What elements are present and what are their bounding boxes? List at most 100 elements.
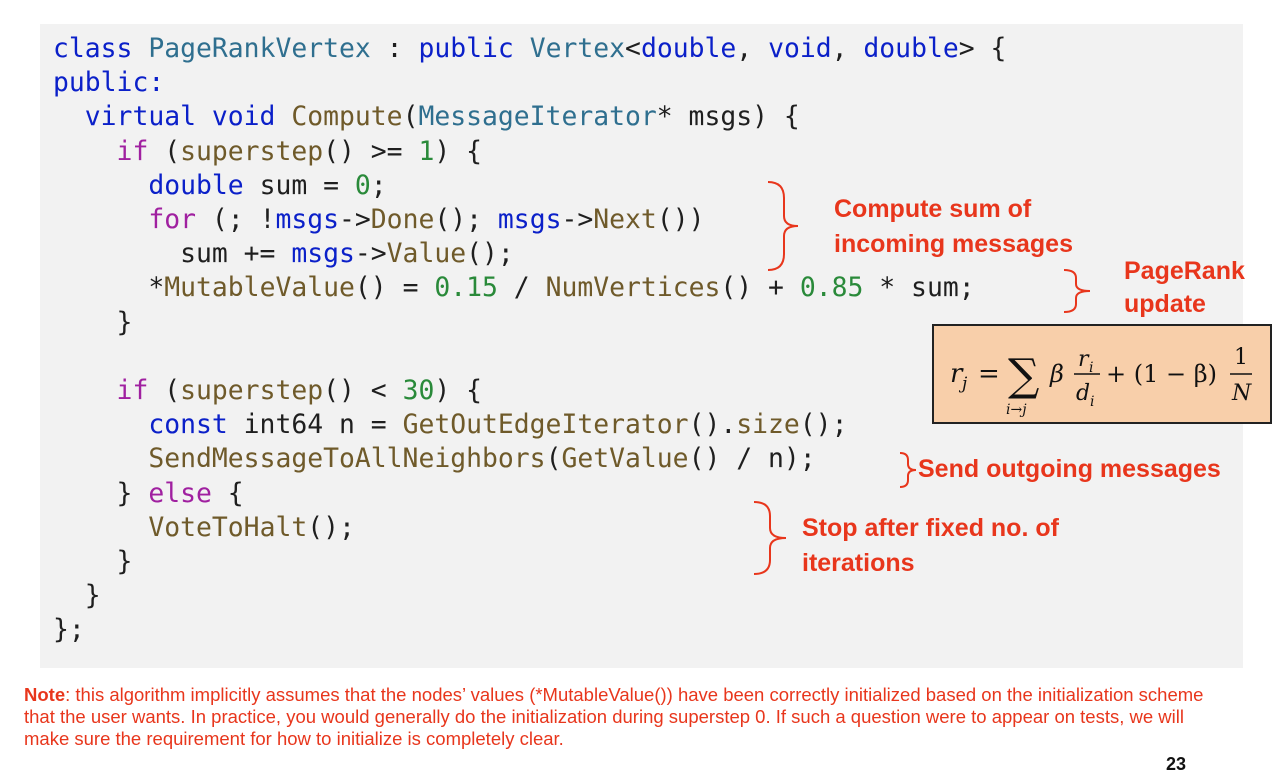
code-token xyxy=(53,512,148,543)
code-token: virtual void xyxy=(53,101,292,133)
code-token: double xyxy=(640,33,737,64)
code-line: if (superstep() < 30) { xyxy=(53,374,482,408)
code-token: MessageIterator xyxy=(418,101,657,133)
formula-sum-sub: i→j xyxy=(1006,402,1027,418)
code-token: Value xyxy=(386,238,467,270)
code-token: class xyxy=(53,33,149,64)
formula-N: N xyxy=(1231,381,1252,406)
code-token: * sum; xyxy=(863,272,975,304)
code-token: ( xyxy=(164,375,181,406)
code-token: (); xyxy=(799,409,848,441)
code-token: -> xyxy=(354,238,387,270)
code-token: * xyxy=(53,272,165,304)
code-token: msgs xyxy=(497,204,562,235)
code-token: if xyxy=(53,375,165,406)
code-token: GetValue xyxy=(561,443,689,475)
code-line: VoteToHalt(); xyxy=(53,511,355,545)
code-line: public: xyxy=(53,66,164,100)
code-token: -> xyxy=(339,204,371,235)
formula-lhs: r xyxy=(950,359,964,389)
code-token: , xyxy=(831,33,864,64)
code-token: (); xyxy=(466,238,514,270)
annotation-stop-line2: iterations xyxy=(802,549,915,577)
formula-beta: β xyxy=(1049,360,1064,388)
code-token: ( xyxy=(545,443,562,475)
code-token: : xyxy=(370,33,419,64)
code-token: else xyxy=(148,477,212,509)
code-token: 30 xyxy=(402,375,435,406)
code-token: Compute xyxy=(291,101,403,133)
code-token: } xyxy=(53,477,149,509)
code-token: { xyxy=(211,477,244,509)
annotation-pagerank-line1: PageRank xyxy=(1124,257,1245,285)
brace-sum xyxy=(767,181,799,271)
formula-den-sub: i xyxy=(1090,394,1094,410)
code-token: PageRankVertex xyxy=(148,33,371,64)
code-token: Vertex xyxy=(529,33,626,64)
code-token: * msgs) { xyxy=(656,101,800,133)
code-token: double xyxy=(53,169,260,201)
code-token: public xyxy=(418,33,530,64)
annotation-sum-line1: Compute sum of xyxy=(834,195,1032,223)
pagerank-formula: r j = ∑ i→j β r i d i + (1 − β) 1 N xyxy=(932,324,1272,424)
code-token: }; xyxy=(53,614,85,646)
annotation-pagerank-line2: update xyxy=(1124,290,1206,318)
code-line: const int64 n = GetOutEdgeIterator().siz… xyxy=(53,408,847,442)
formula-den: d xyxy=(1076,381,1090,406)
annotation-send: Send outgoing messages xyxy=(918,455,1221,483)
code-token: sum += xyxy=(53,238,292,270)
code-token: () + xyxy=(720,272,800,304)
code-token: Next xyxy=(593,204,657,235)
code-token: Done xyxy=(370,204,435,235)
code-token: superstep xyxy=(180,135,324,167)
brace-send xyxy=(899,452,917,488)
code-token: -> xyxy=(561,204,594,235)
formula-num: r xyxy=(1078,347,1090,372)
footnote: Note: this algorithm implicitly assumes … xyxy=(24,684,1224,750)
code-token: GetOutEdgeIterator xyxy=(402,409,689,441)
code-token: 0.15 xyxy=(434,272,498,304)
annotation-stop-line1: Stop after fixed no. of xyxy=(802,514,1059,542)
code-line: SendMessageToAllNeighbors(GetValue() / n… xyxy=(53,442,816,476)
code-line: double sum = 0; xyxy=(53,169,386,203)
code-line: } xyxy=(53,545,133,579)
code-token: SendMessageToAllNeighbors xyxy=(148,443,546,475)
brace-stop xyxy=(753,501,787,575)
code-token: 0.85 xyxy=(799,272,864,304)
code-token: () / n); xyxy=(688,443,816,475)
code-token: (). xyxy=(688,409,737,441)
code-token: 0 xyxy=(354,169,371,201)
code-token: (); xyxy=(434,204,498,235)
code-token: } xyxy=(53,546,133,577)
code-token: ( xyxy=(164,135,181,167)
code-token: msgs xyxy=(275,204,340,235)
code-token: () = xyxy=(354,272,435,304)
annotation-sum-line2: incoming messages xyxy=(834,230,1073,258)
code-token: 1 xyxy=(418,135,435,167)
code-token xyxy=(53,443,148,474)
formula-sigma: ∑ xyxy=(1008,350,1039,401)
code-token: VoteToHalt xyxy=(148,511,308,543)
page-number: 23 xyxy=(1166,754,1187,774)
code-token: sum = xyxy=(259,169,355,201)
code-line: *MutableValue() = 0.15 / NumVertices() +… xyxy=(53,271,975,305)
formula-one: 1 xyxy=(1234,345,1248,370)
code-token: double xyxy=(863,33,959,64)
code-token: / xyxy=(497,272,546,304)
code-token: () >= xyxy=(323,135,419,167)
code-token: msgs xyxy=(291,238,355,270)
code-token: if xyxy=(53,135,165,167)
code-token: MutableValue xyxy=(164,272,355,304)
code-token: < xyxy=(625,33,641,64)
formula-middle: + (1 − β) xyxy=(1106,360,1217,388)
code-token: } xyxy=(53,580,101,612)
code-token: NumVertices xyxy=(545,272,721,304)
code-line: class PageRankVertex : public Vertex<dou… xyxy=(53,32,1006,66)
code-token: ( xyxy=(402,101,419,133)
code-line: } xyxy=(53,306,133,340)
code-token: } xyxy=(53,306,133,338)
code-token: (; ! xyxy=(211,204,276,235)
code-token: ) { xyxy=(434,375,483,406)
code-line: }; xyxy=(53,613,85,647)
code-token: size xyxy=(736,409,800,441)
